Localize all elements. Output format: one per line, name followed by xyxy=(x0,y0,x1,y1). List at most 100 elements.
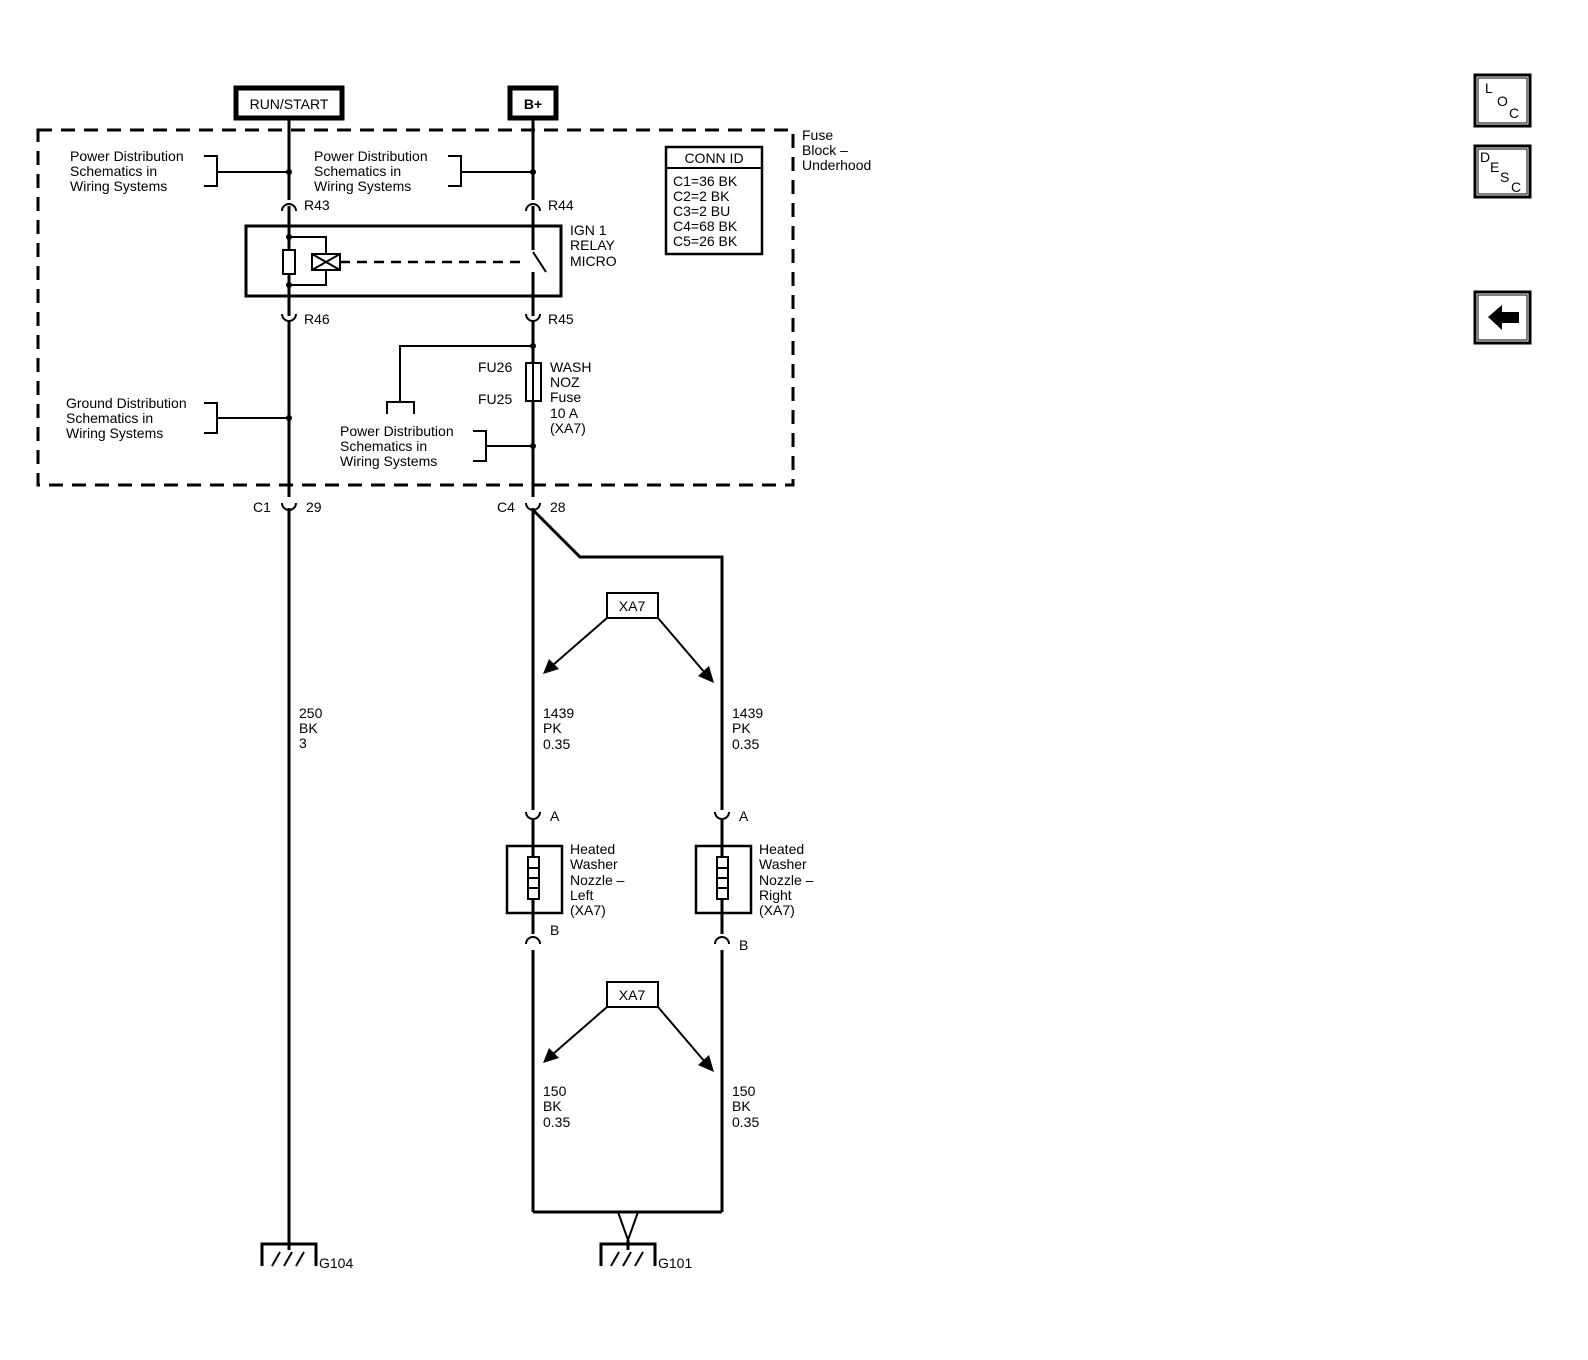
wire-150-left-label: 150 xyxy=(543,1083,567,1099)
wire-150-left-label: BK xyxy=(543,1098,562,1114)
relay-label: MICRO xyxy=(570,253,617,269)
loc-button[interactable]: L O C xyxy=(1473,73,1532,128)
ref-bracket xyxy=(204,155,218,187)
desc-letter: D xyxy=(1480,149,1490,165)
wire-1439-right xyxy=(531,508,724,810)
relay-switch-contact xyxy=(532,251,547,273)
relay-label: IGN 1 xyxy=(570,222,607,238)
power-dist-ref-low[interactable]: Wiring Systems xyxy=(340,453,437,469)
power-dist-ref-mid[interactable]: Schematics in xyxy=(314,163,401,179)
wire-1439-left-label: 0.35 xyxy=(543,736,570,752)
wire-250-label: BK xyxy=(299,720,318,736)
terminal-r43 xyxy=(281,203,297,212)
bplus-label: B+ xyxy=(524,96,542,112)
nozzle-right-label: (XA7) xyxy=(759,902,795,918)
nozzle-right-label: Nozzle – xyxy=(759,872,814,888)
run-start-source: RUN/START xyxy=(233,85,345,121)
power-dist-ref-left[interactable]: Power Distribution xyxy=(70,148,184,164)
conn-id-row: C1=36 BK xyxy=(673,173,738,189)
conn-id-row: C5=26 BK xyxy=(673,233,738,249)
nozzle-left-label: Left xyxy=(570,887,593,903)
heated-washer-nozzle-left xyxy=(505,844,564,915)
nozzle-left-pin-b xyxy=(525,936,541,945)
heated-washer-nozzle-right xyxy=(694,844,753,915)
wire-250-label: 3 xyxy=(299,735,307,751)
run-start-label: RUN/START xyxy=(250,96,329,112)
wire-1439-right-label: 1439 xyxy=(732,705,763,721)
wire-1439-left-label: 1439 xyxy=(543,705,574,721)
desc-letter: C xyxy=(1511,179,1521,195)
ign1-relay xyxy=(244,224,563,298)
desc-button[interactable]: D E S C xyxy=(1473,144,1532,199)
terminal-r44-label: R44 xyxy=(548,197,574,213)
nozzle-right-pin-b xyxy=(714,936,730,945)
wire-1439-right-label: 0.35 xyxy=(732,736,759,752)
loc-letter: O xyxy=(1497,93,1508,109)
relay-label: RELAY xyxy=(570,237,616,253)
nozzle-right-pin-a xyxy=(714,811,730,820)
nozzle-right-pin-b-label: B xyxy=(739,937,748,953)
conn-id-row: C4=68 BK xyxy=(673,218,738,234)
back-button[interactable] xyxy=(1473,290,1532,345)
power-dist-ref-mid[interactable]: Power Distribution xyxy=(314,148,428,164)
wire-1439-right-label: PK xyxy=(732,720,751,736)
power-dist-ref-low[interactable]: Power Distribution xyxy=(340,423,454,439)
option-xa7-lower-label: XA7 xyxy=(619,987,646,1003)
nozzle-left-pin-b-label: B xyxy=(550,922,559,938)
nozzle-right-label: Right xyxy=(759,887,792,903)
wire-150-right-label: BK xyxy=(732,1098,751,1114)
fuse-fu25-label: FU25 xyxy=(478,391,512,407)
power-dist-ref-left[interactable]: Wiring Systems xyxy=(70,178,167,194)
nozzle-right-label: Heated xyxy=(759,841,804,857)
connector-c1-label: C1 xyxy=(253,499,271,515)
ground-g104 xyxy=(260,1242,318,1267)
fuse-tap-stub xyxy=(386,401,415,414)
connector-c1-pin: 29 xyxy=(306,499,322,515)
connector-c4-label: C4 xyxy=(497,499,515,515)
wire-150-right-label: 150 xyxy=(732,1083,756,1099)
power-dist-ref-low[interactable]: Schematics in xyxy=(340,438,427,454)
ground-dist-ref[interactable]: Ground Distribution xyxy=(66,395,187,411)
fuse-label: Fuse xyxy=(550,389,581,405)
terminal-r46-label: R46 xyxy=(304,311,330,327)
nozzle-right-label: Washer xyxy=(759,856,807,872)
fuse-label: WASH xyxy=(550,359,591,375)
nozzle-left-label: Washer xyxy=(570,856,618,872)
ground-dist-ref[interactable]: Wiring Systems xyxy=(66,425,163,441)
option-xa7-upper xyxy=(606,592,659,619)
nozzle-left-label: Heated xyxy=(570,841,615,857)
option-xa7-lower xyxy=(606,981,659,1008)
desc-letter: S xyxy=(1500,169,1509,185)
terminal-r45-label: R45 xyxy=(548,311,574,327)
nozzle-left-label: Nozzle – xyxy=(570,872,625,888)
relay-resistor xyxy=(282,249,296,275)
fuse-label: (XA7) xyxy=(550,420,586,436)
nozzle-left-pin-a-label: A xyxy=(550,808,560,824)
terminal-r43-label: R43 xyxy=(304,197,330,213)
wire-150-left-label: 0.35 xyxy=(543,1114,570,1130)
power-dist-ref-left[interactable]: Schematics in xyxy=(70,163,157,179)
loc-letter: C xyxy=(1509,105,1519,121)
fuse-label: NOZ xyxy=(550,374,580,390)
bplus-source: B+ xyxy=(507,85,559,121)
ground-g101-label: G101 xyxy=(658,1255,692,1271)
power-dist-ref-mid[interactable]: Wiring Systems xyxy=(314,178,411,194)
conn-id-table: CONN ID C1=36 BK C2=2 BK C3=2 BU C4=68 B… xyxy=(664,145,764,256)
conn-id-row: C2=2 BK xyxy=(673,188,730,204)
terminal-r44 xyxy=(525,203,541,212)
ground-g104-label: G104 xyxy=(319,1255,353,1271)
fuse-block-label-3: Underhood xyxy=(802,157,871,173)
wire-1439-left-label: PK xyxy=(543,720,562,736)
wire-250-label: 250 xyxy=(299,705,323,721)
fuse-block-label-1: Fuse xyxy=(802,127,833,143)
option-xa7-upper-label: XA7 xyxy=(619,598,646,614)
desc-letter: E xyxy=(1490,159,1499,175)
conn-id-title: CONN ID xyxy=(684,150,743,166)
fuse-tap-wire xyxy=(399,345,533,402)
back-arrow-icon xyxy=(1488,305,1519,330)
loc-letter: L xyxy=(1485,80,1493,96)
nozzle-left-pin-a xyxy=(525,811,541,820)
fuse-label: 10 A xyxy=(550,405,579,421)
ground-dist-ref[interactable]: Schematics in xyxy=(66,410,153,426)
